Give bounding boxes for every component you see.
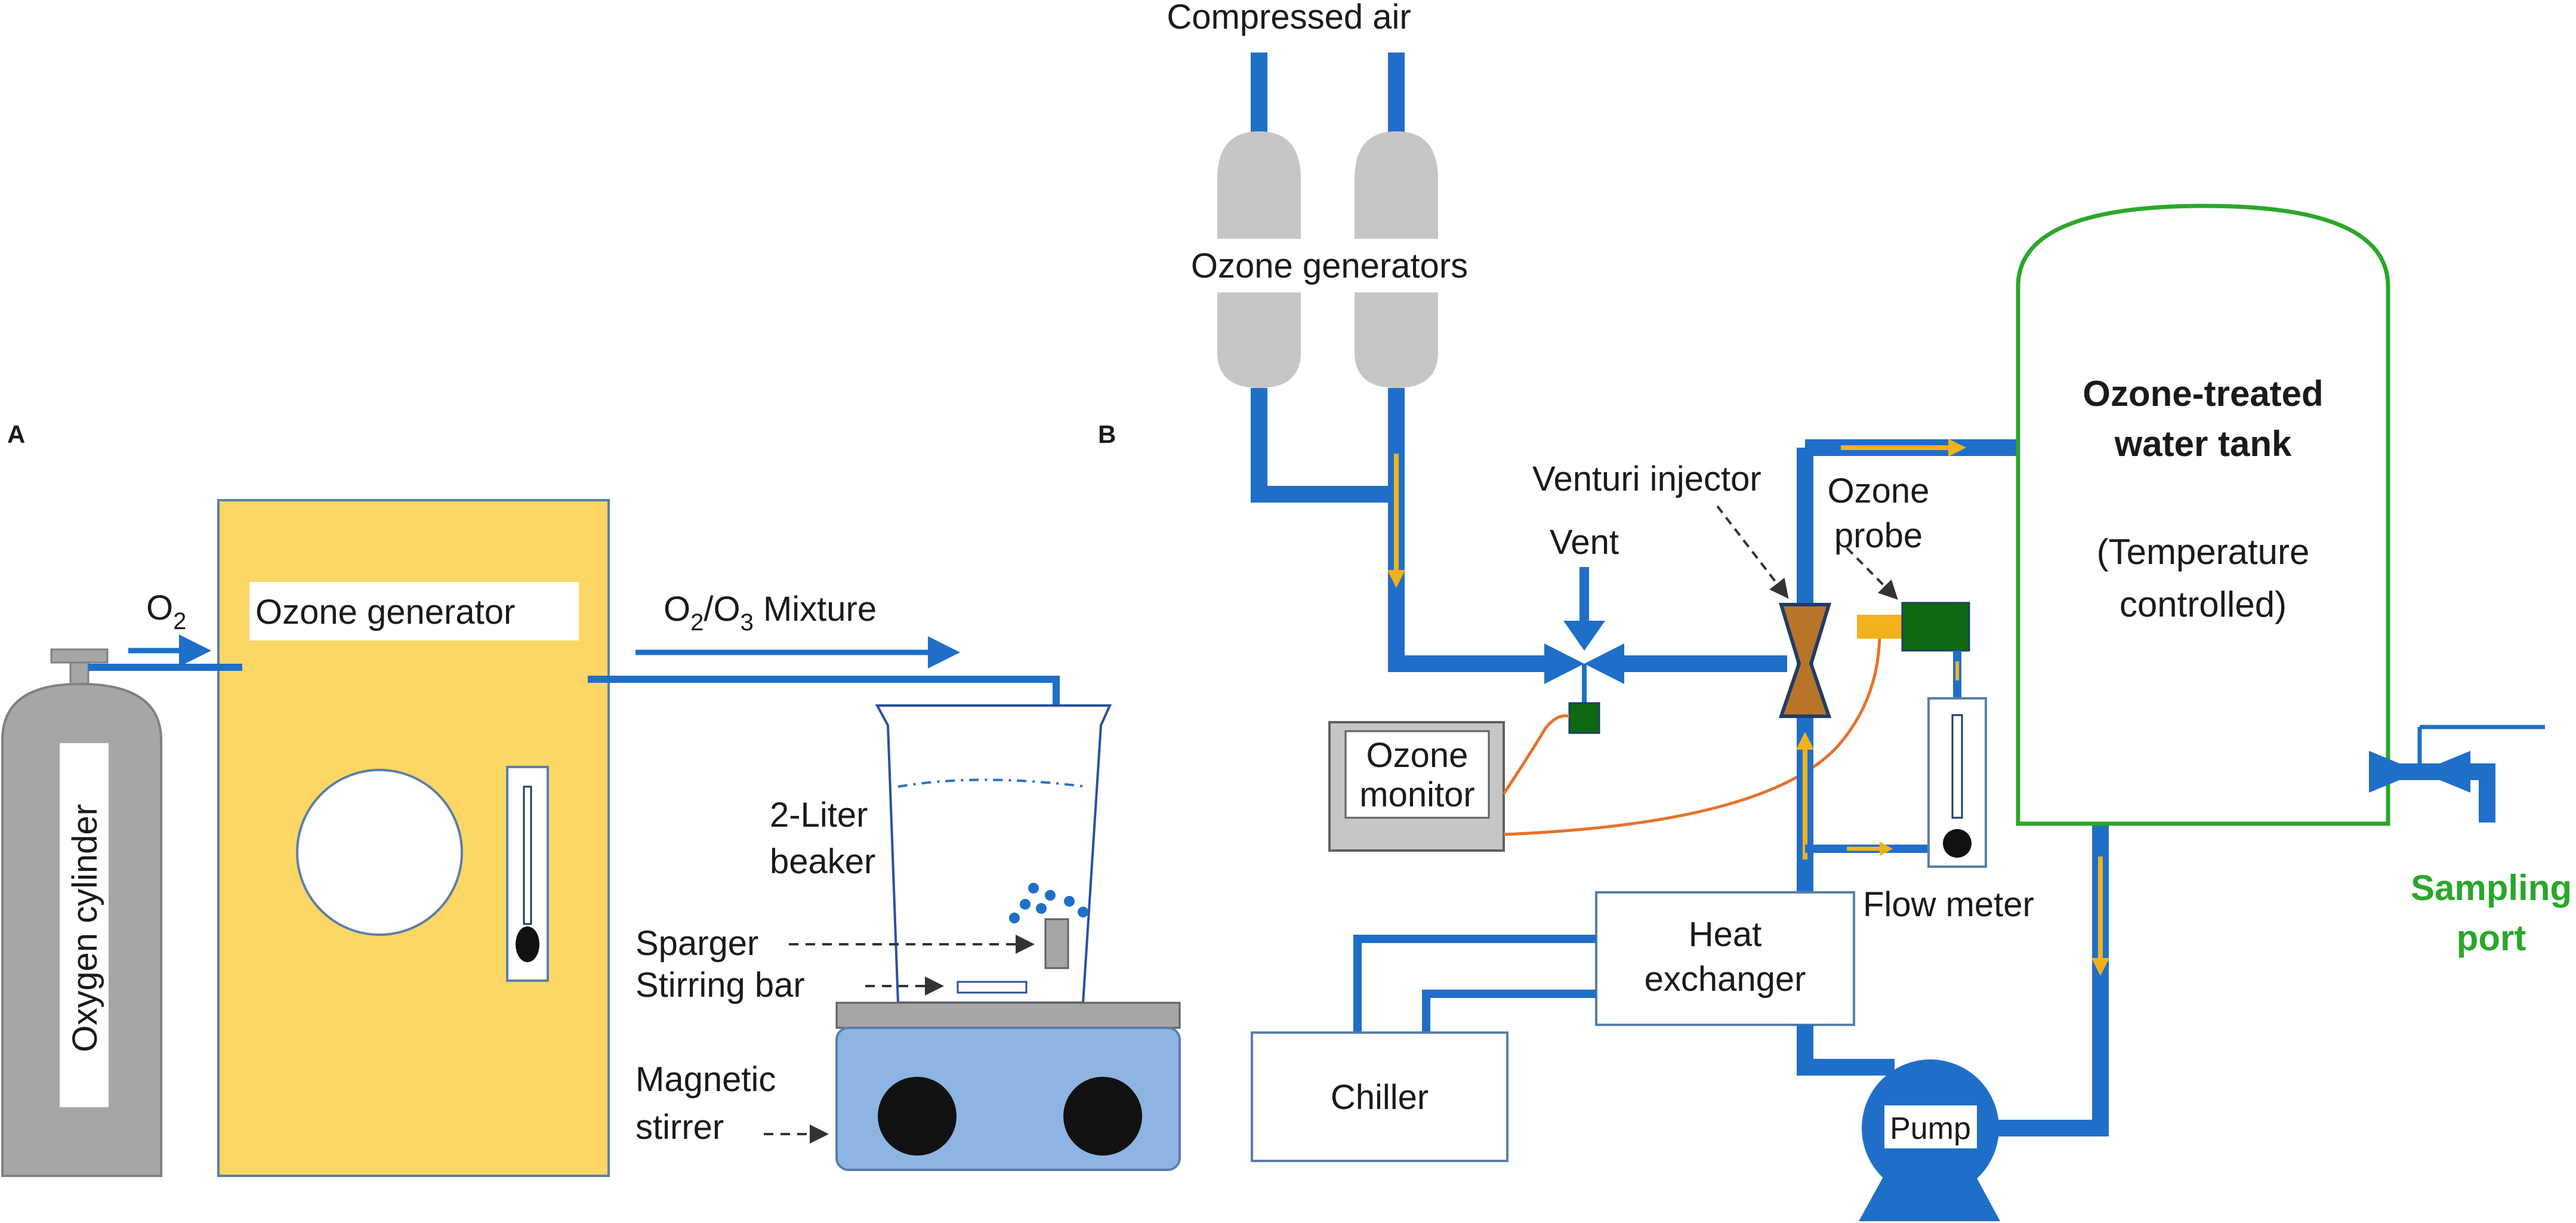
vent-label: Vent	[1550, 523, 1619, 562]
flow-arrowhead-tank-inlet	[1948, 439, 1966, 457]
panel-b-letter: B	[1098, 420, 1116, 448]
venturi-injector	[1778, 603, 1832, 718]
stirring-bar-label: Stirring bar	[635, 966, 805, 1005]
cylinder-valve-cap	[50, 648, 109, 664]
compressed-air-label: Compressed air	[1167, 0, 1411, 36]
cylinder-label-box	[60, 743, 109, 1107]
flow-meter-float	[1943, 829, 1972, 858]
bubbles	[1009, 883, 1088, 923]
chiller	[1251, 1031, 1508, 1162]
ozone-generator-label: Ozone generator	[255, 593, 515, 631]
panel-b: B Compressed air Ozone generators Vent O…	[1098, 0, 2572, 1221]
bubble	[1020, 899, 1031, 910]
flow-meter-label: Flow meter	[1863, 885, 2034, 924]
beaker	[875, 704, 1112, 1004]
flow-arrowhead-main-up	[1796, 732, 1814, 750]
ozone-generator-label-box	[249, 582, 579, 640]
ozone-monitor-screen	[1344, 730, 1490, 819]
cylinder-label: Oxygen cylinder	[66, 804, 104, 1052]
stirring-bar	[957, 981, 1028, 994]
flow-arrowhead-generators	[1387, 570, 1405, 588]
flow-arrowhead-branch	[1880, 842, 1893, 856]
ozone-generators-label-box	[1190, 239, 1471, 292]
stirrer-plate	[835, 1002, 1181, 1029]
chiller-pipe-inner	[1422, 990, 1596, 1033]
ozone-generators-label: Ozone generators	[1191, 247, 1468, 285]
generator-flow-meter-float	[516, 926, 539, 962]
pump-label-box	[1884, 1105, 1977, 1148]
bubble	[1045, 890, 1056, 901]
chiller-label: Chiller	[1331, 1078, 1429, 1117]
venturi-callout	[1716, 505, 1789, 599]
valve-sensor	[1568, 702, 1600, 734]
bubble	[1036, 903, 1047, 914]
panel-a-letter: A	[7, 420, 25, 448]
stirrer-knob-right	[1063, 1077, 1142, 1156]
ozone-probe	[1901, 602, 1970, 652]
ozone-treated-water-tank	[2016, 204, 2390, 826]
generator-window	[296, 769, 463, 936]
heat-exchanger	[1595, 891, 1855, 1026]
probe-tip	[1857, 615, 1902, 639]
flow-meter-tube	[1951, 714, 1963, 819]
generator-flow-meter-tube	[523, 785, 532, 925]
panel-a: A Ozone generator Oxygen cylinder O2 O2/…	[1, 420, 1181, 1177]
venturi-label: Venturi injector	[1532, 460, 1761, 498]
chiller-pipe-outer	[1353, 935, 1596, 1033]
sampling-outlet-pipe	[2470, 763, 2495, 822]
bubble	[1009, 913, 1020, 923]
stirrer-knob-left	[878, 1077, 957, 1156]
mixture-label: O2/O3 Mixture	[664, 590, 877, 636]
generator-outlet-pipe-right	[1388, 388, 1563, 672]
o2-label: O2	[146, 589, 186, 634]
sparger	[1044, 918, 1069, 969]
bubble	[1064, 896, 1075, 907]
sparger-label: Sparger	[635, 924, 758, 963]
probe-callout	[1846, 547, 1898, 600]
bubble	[1078, 907, 1088, 917]
vent-arrowhead	[1563, 621, 1605, 651]
beaker-water-line	[897, 778, 1087, 788]
monitor-valve-cable	[1502, 714, 1570, 795]
generator-outlet-pipe-left	[1251, 388, 1396, 503]
pump-discharge-pipe	[1996, 824, 2109, 1136]
pump-label: Pump	[1890, 1111, 1971, 1146]
pump-suction-pipe	[1797, 1025, 1895, 1076]
bubble	[1028, 883, 1039, 894]
flow-arrowhead-tank-outlet	[2091, 958, 2109, 976]
